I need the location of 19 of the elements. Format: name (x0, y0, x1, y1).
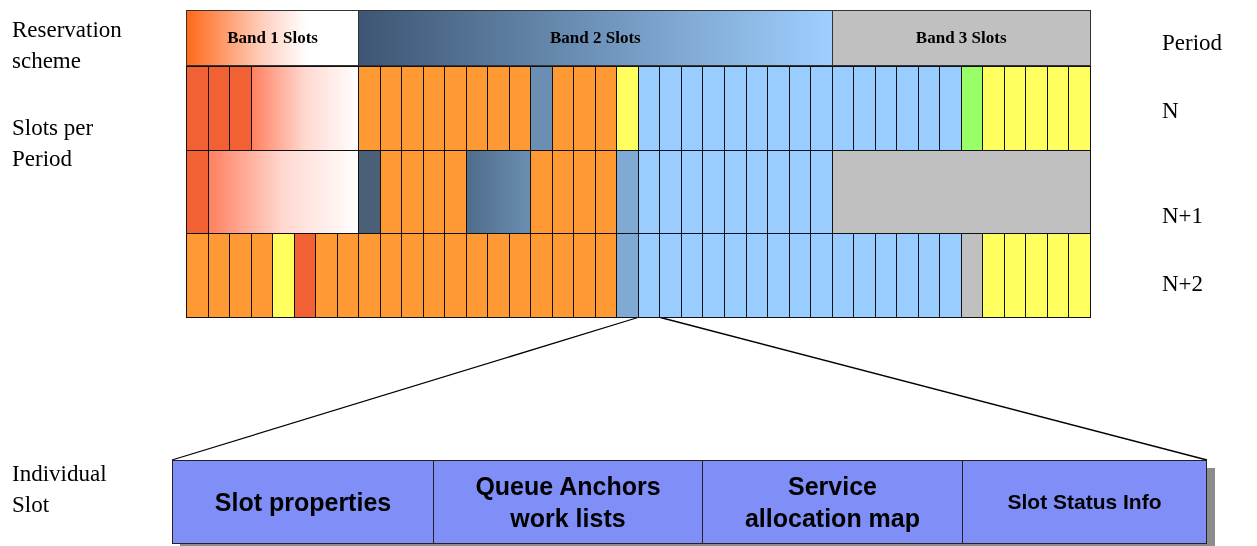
slot-structure-bar (172, 460, 1207, 544)
band-header (831, 10, 1091, 66)
band-title: Band 1 Slots (227, 28, 318, 48)
row-label: Individual Slot (12, 460, 108, 519)
field-label: Slot Status Info (1006, 489, 1163, 515)
axis-label: Slots per Period (12, 114, 95, 173)
period-label: N+2 (1162, 270, 1205, 298)
band-title: Band 3 Slots (915, 28, 1007, 48)
band-title: Band 2 Slots (550, 28, 641, 48)
field-label: Queue Anchors work lists (474, 471, 662, 534)
period-label: N (1162, 97, 1180, 125)
period-label: N+1 (1162, 202, 1205, 230)
band-header (186, 10, 360, 66)
slot-cell (637, 233, 661, 318)
scheme-label: Reservation scheme (12, 16, 123, 75)
field-label: Service allocation map (743, 471, 921, 534)
column-header: Period (1162, 29, 1224, 57)
band-header (358, 10, 833, 66)
field-label: Slot properties (213, 487, 393, 518)
